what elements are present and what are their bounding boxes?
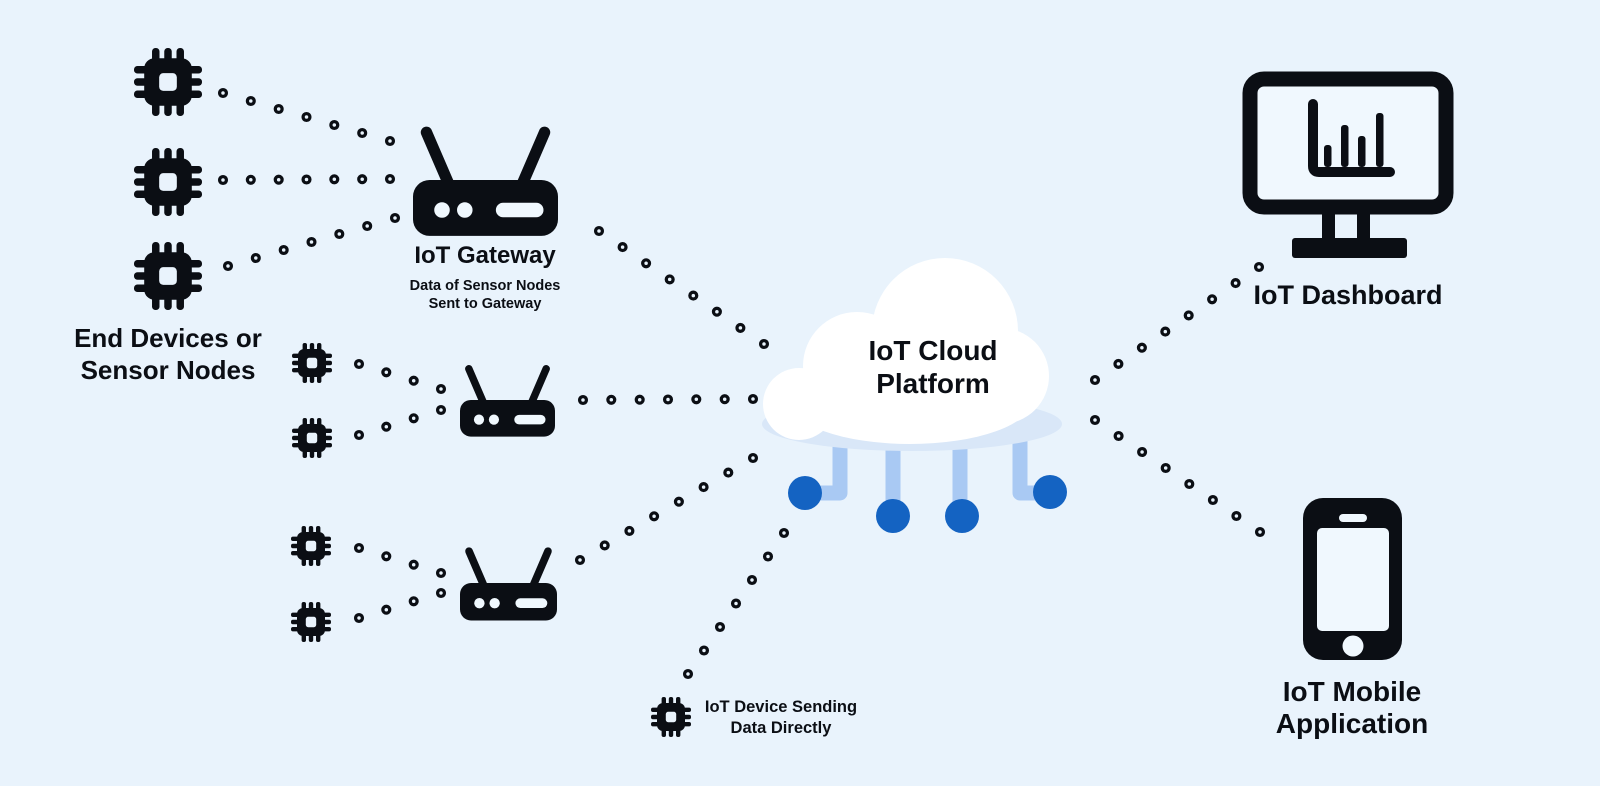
mobile-label-line2: Application bbox=[1276, 708, 1428, 739]
endpoint-node bbox=[945, 499, 979, 533]
gateway-label: IoT Gateway bbox=[414, 242, 556, 269]
end-devices-label-line1: End Devices or bbox=[74, 323, 262, 353]
dotted-connection bbox=[353, 542, 447, 579]
cloud-label-line1: IoT Cloud bbox=[868, 335, 997, 366]
mobile-label-line1: IoT Mobile bbox=[1283, 676, 1421, 707]
dotted-connection bbox=[1089, 414, 1266, 538]
endpoint-node bbox=[1033, 475, 1067, 509]
dotted-connection bbox=[217, 87, 396, 147]
dotted-connection bbox=[682, 527, 790, 680]
dotted-connection bbox=[353, 404, 447, 441]
dotted-connection bbox=[353, 358, 447, 395]
dotted-connection bbox=[1089, 261, 1265, 386]
direct-device-label-line2: Data Directly bbox=[731, 719, 833, 737]
dotted-connection bbox=[577, 393, 759, 406]
direct-device-label-line1: IoT Device Sending bbox=[705, 698, 857, 716]
endpoint-node bbox=[788, 476, 822, 510]
gateway-sublabel-line2: Sent to Gateway bbox=[429, 296, 542, 312]
smartphone-icon bbox=[1303, 498, 1402, 660]
dotted-connection bbox=[217, 173, 396, 186]
bar-chart-glyph bbox=[1308, 99, 1395, 177]
dashboard-label: IoT Dashboard bbox=[1253, 280, 1442, 310]
cloud-icon: IoT Cloud Platform bbox=[762, 258, 1067, 533]
dotted-connection bbox=[222, 212, 401, 272]
dotted-connection bbox=[353, 587, 447, 624]
monitor-bar-chart-icon bbox=[1242, 71, 1454, 258]
cloud-label-line2: Platform bbox=[876, 368, 990, 399]
end-devices-label-line2: Sensor Nodes bbox=[81, 355, 256, 385]
dotted-connections bbox=[217, 87, 1266, 680]
dotted-connection bbox=[574, 452, 759, 566]
dotted-connection bbox=[593, 225, 770, 350]
gateway-sublabel-line1: Data of Sensor Nodes bbox=[410, 278, 561, 294]
endpoint-node bbox=[876, 499, 910, 533]
